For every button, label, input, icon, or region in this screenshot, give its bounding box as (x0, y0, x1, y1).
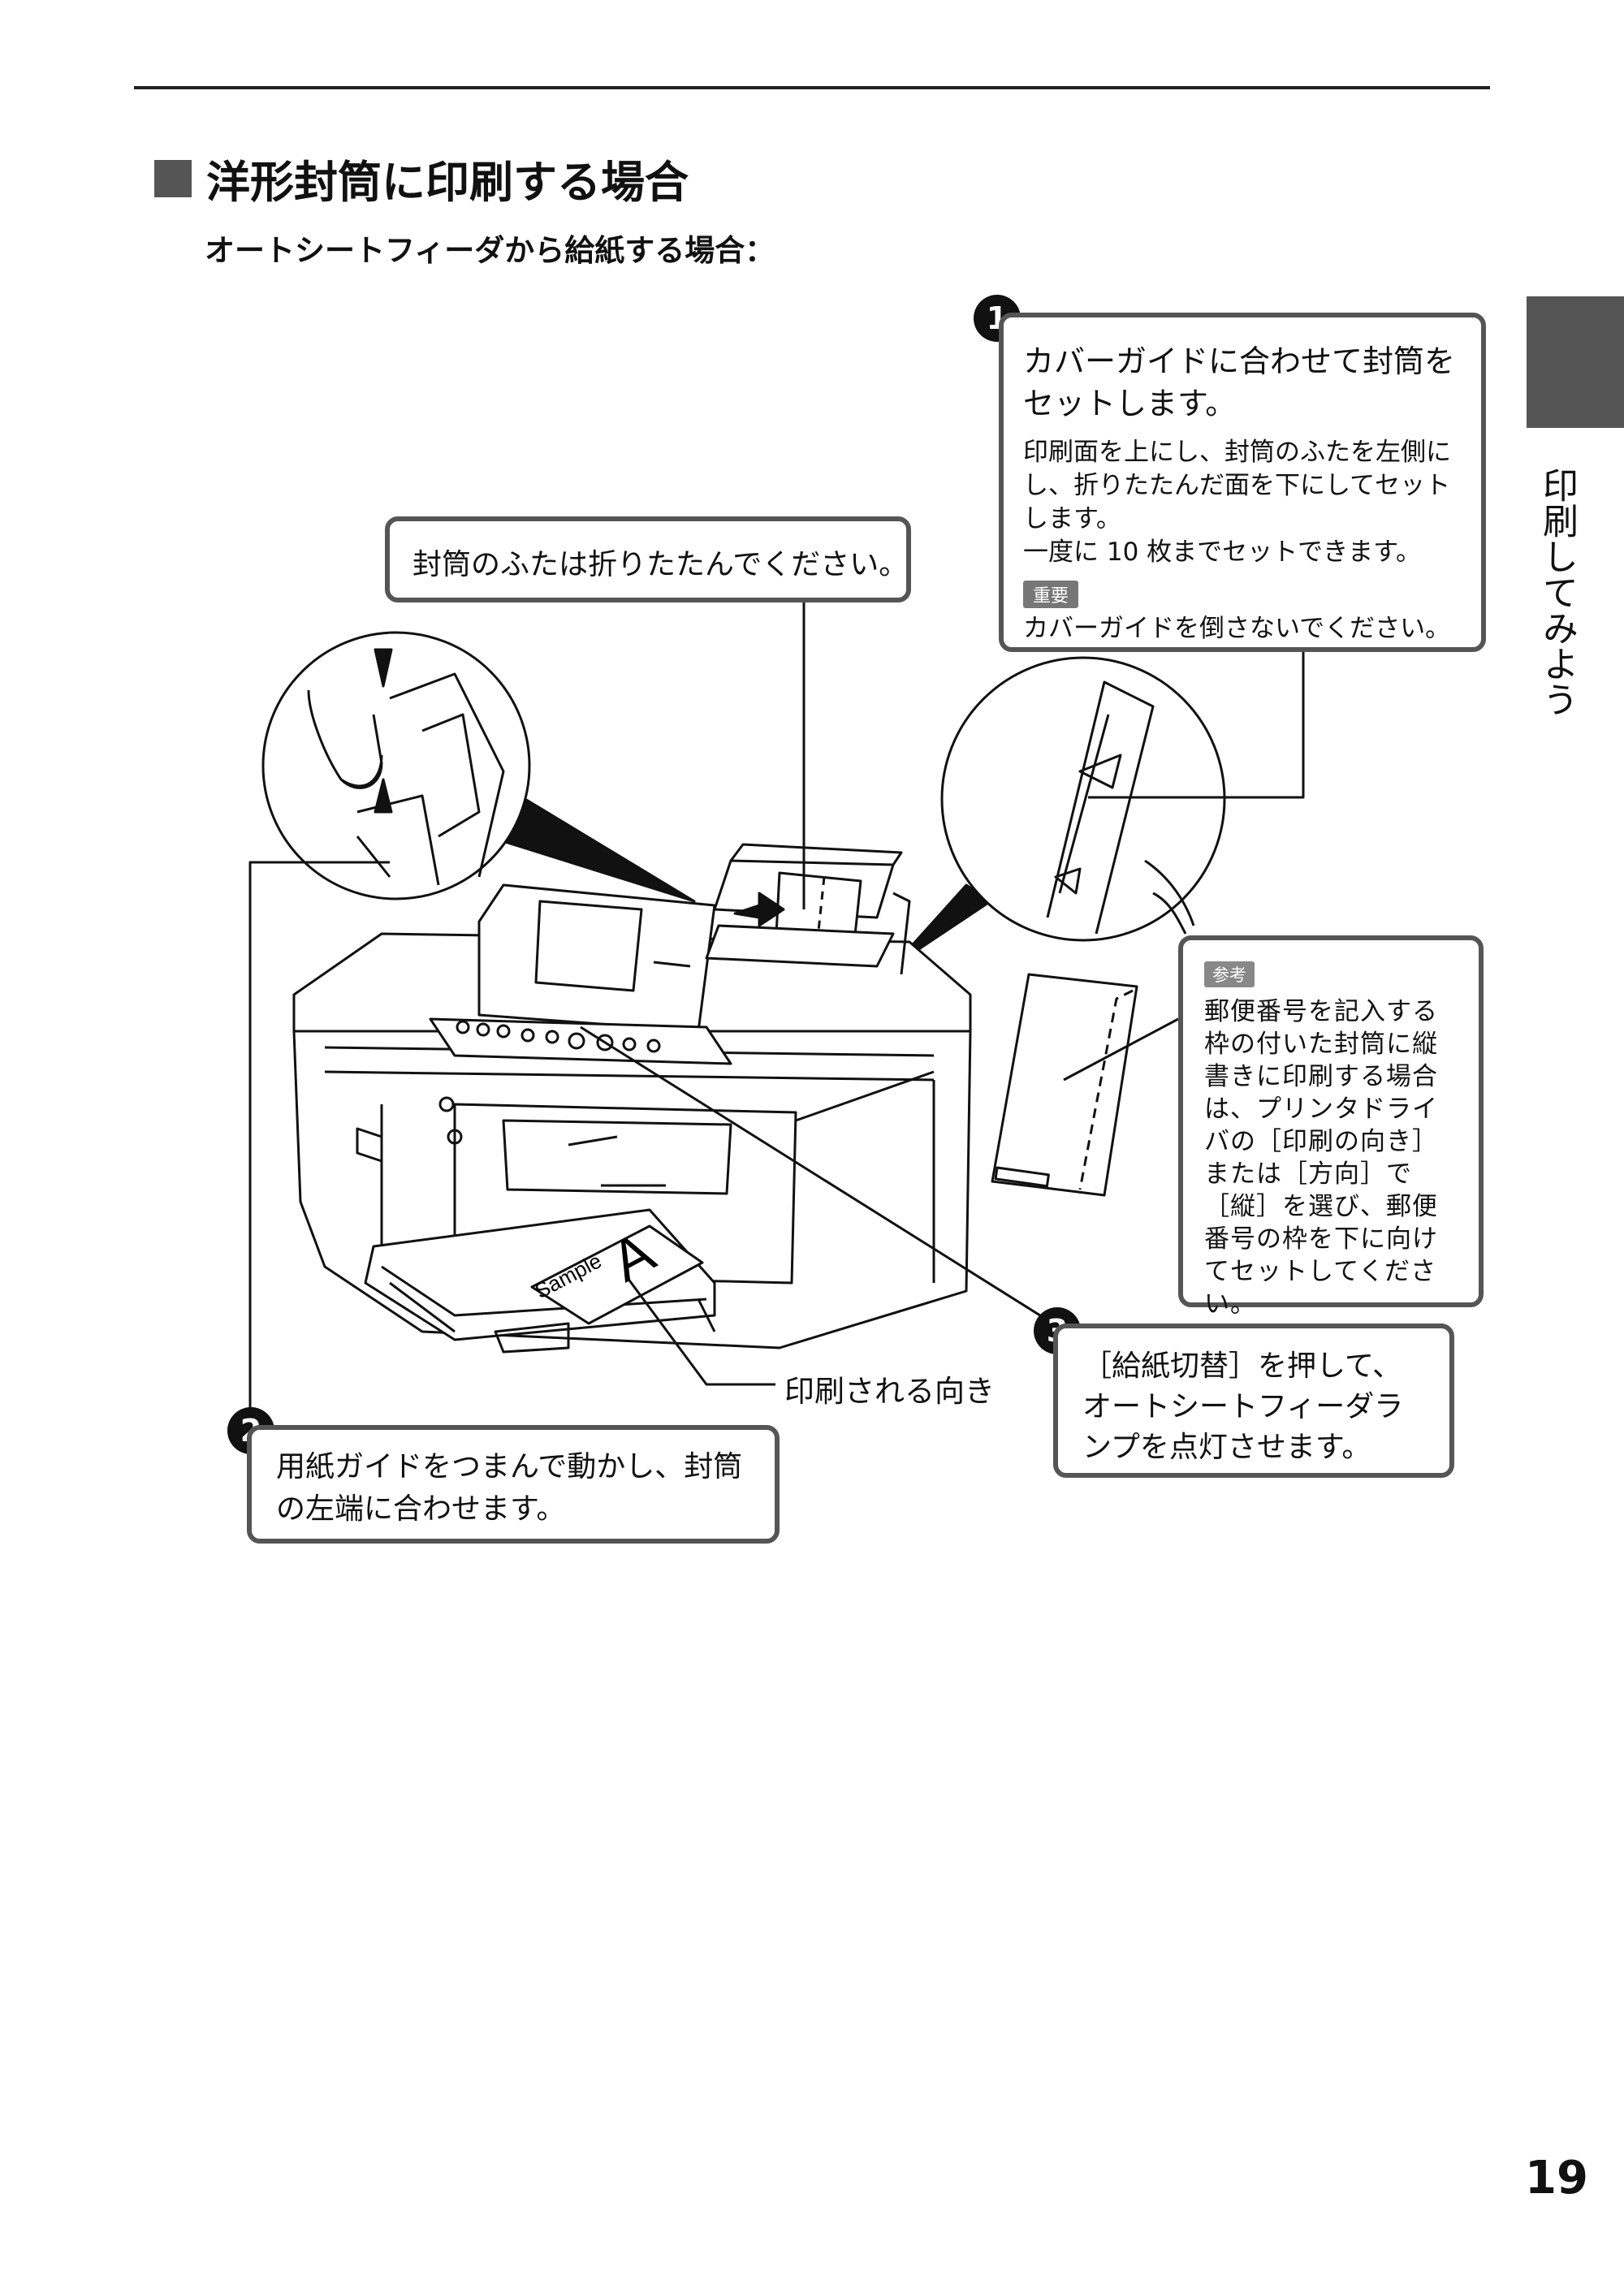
operation-panel (429, 1017, 732, 1065)
flap-callout: 封筒のふたは折りたたんでください。 (385, 516, 911, 602)
step-1-main: カバーガイドに合わせて封筒をセットします。 (1023, 343, 1456, 421)
step-2-main: 用紙ガイドをつまんで動かし、封筒の左端に合わせます。 (276, 1450, 743, 1526)
section-title: 洋形封筒に印刷する場合 (154, 146, 689, 210)
insert-arrow-icon (733, 892, 785, 927)
step-2-box: 用紙ガイドをつまんで動かし、封筒の左端に合わせます。 (247, 1425, 780, 1544)
important-badge: 重要 (1023, 581, 1079, 608)
note-box: 参考 郵便番号を記入する枠の付いた封筒に縦書きに印刷する場合は、プリンタドライバ… (1178, 935, 1484, 1319)
step-1-detail: 印刷面を上にし、封筒のふたを左側にし、折りたたんだ面を下にしてセットします。 (1023, 438, 1451, 533)
square-bullet-icon (154, 159, 192, 197)
side-tab (1527, 296, 1624, 428)
section-title-text: 洋形封筒に印刷する場合 (206, 157, 689, 208)
note-badge: 参考 (1204, 961, 1255, 987)
step-3-box: ［給紙切替］を押して、オートシートフィーダランプを点灯させます。 (1053, 1324, 1454, 1478)
page-number: 19 (1525, 2152, 1588, 2204)
side-tab-label: 印刷してみよう (1536, 467, 1578, 717)
print-direction-label: 印刷される向き (784, 1374, 995, 1409)
step-1-box: カバーガイドに合わせて封筒をセットします。 印刷面を上にし、封筒のふたを左側にし… (999, 313, 1486, 652)
press-arrow-down-icon (374, 648, 393, 688)
step-1-warning: カバーガイドを倒さないでください。 (1023, 614, 1451, 643)
zoom-left-detail (307, 648, 505, 886)
note-text: 郵便番号を記入する枠の付いた封筒に縦書きに印刷する場合は、プリンタドライバの［印… (1204, 997, 1438, 1319)
leader-lines (248, 602, 1305, 1425)
step-3-main: ［給紙切替］を押して、オートシートフィーダランプを点灯させます。 (1082, 1349, 1404, 1464)
envelope-illustration (991, 973, 1138, 1197)
lift-arrow-up-icon (374, 778, 393, 814)
step-1-detail-2: 一度に 10 枚までセットできます。 (1023, 538, 1422, 567)
zoom-circle-left (261, 631, 531, 900)
paper-support (705, 843, 911, 975)
output-sheet (530, 1224, 704, 1325)
header-rule (134, 86, 1490, 89)
zoom-circle-right (940, 656, 1226, 942)
zoom-right-detail (1046, 680, 1195, 935)
lcd-panel (477, 883, 716, 1033)
section-subtitle: オートシートフィーダから給紙する場合： (205, 233, 775, 268)
